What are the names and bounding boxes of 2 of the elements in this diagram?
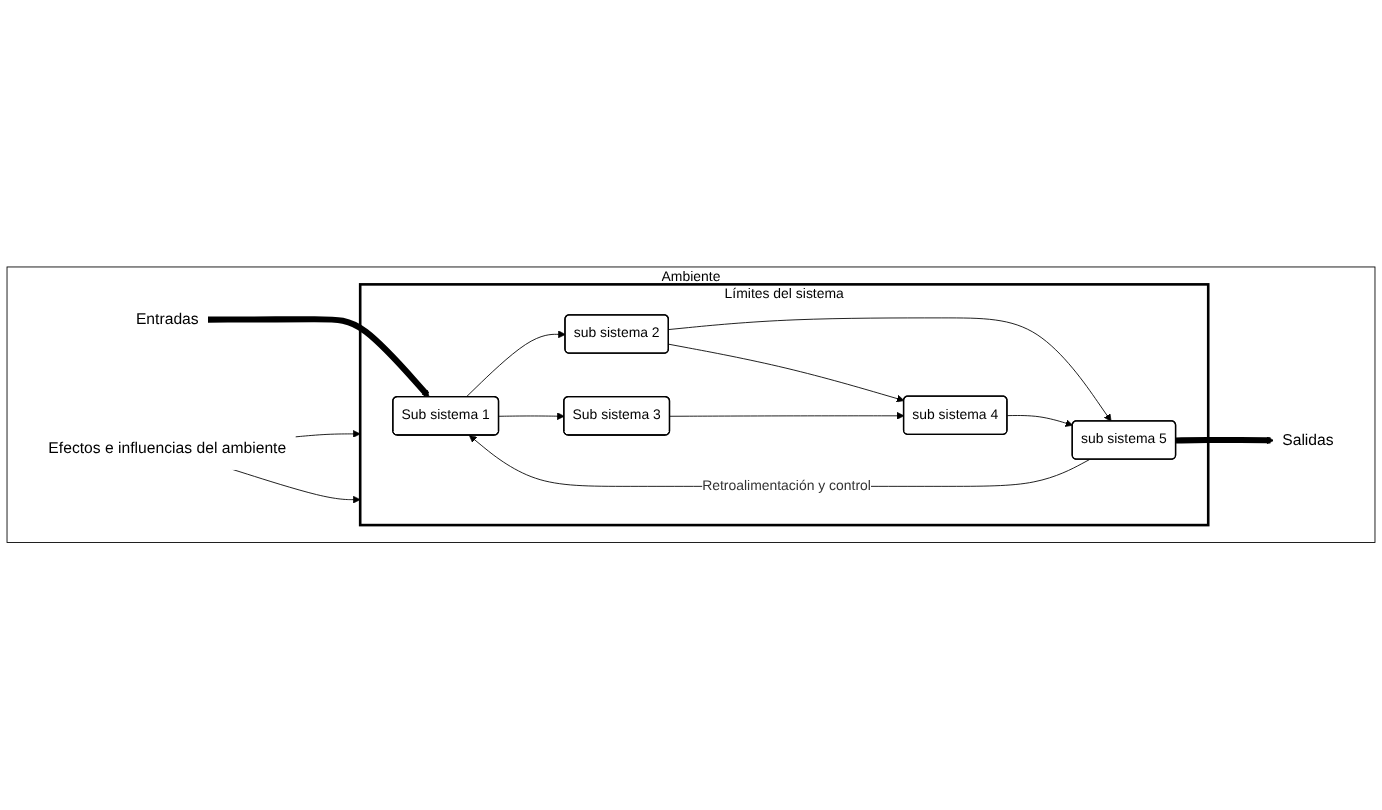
- arrow: [207, 316, 430, 398]
- arrow: [1175, 436, 1275, 445]
